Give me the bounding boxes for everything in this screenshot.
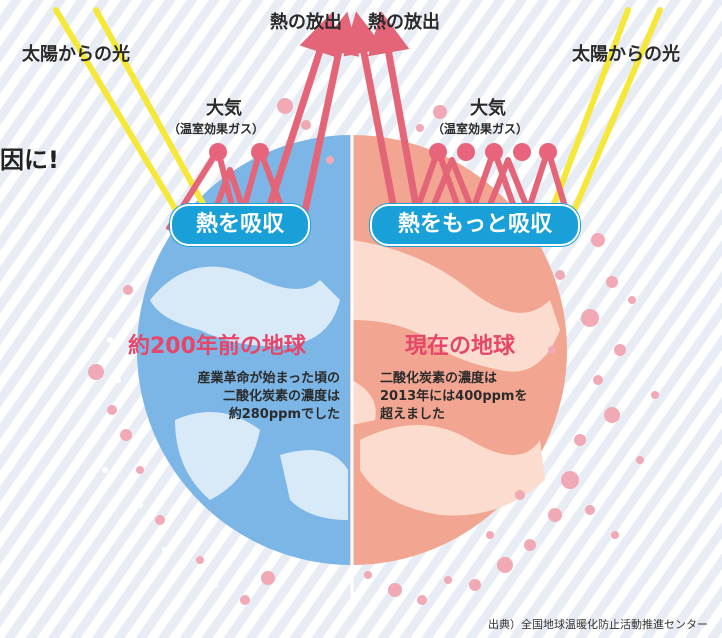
heat-release-label-right: 熱の放出 bbox=[368, 12, 440, 33]
absorb-badge-right: 熱をもっと吸収 bbox=[370, 204, 580, 246]
atmosphere-nodes-right bbox=[429, 143, 557, 161]
atmosphere-label-right: 大気 bbox=[470, 98, 506, 119]
sunlight-label-left: 太陽からの光 bbox=[22, 44, 130, 65]
heat-release-arrows-right bbox=[343, 11, 424, 231]
heading-now: 現在の地球 bbox=[405, 334, 516, 359]
co2-dots-small bbox=[102, 337, 218, 588]
source-credit: 出典）全国地球温暖化防止活動推進センター bbox=[488, 618, 708, 631]
body-past: 産業革命が始まった頃の 二酸化炭素の濃度は 約280ppmでした bbox=[197, 371, 340, 422]
heat-release-label-left: 熱の放出 bbox=[270, 12, 342, 33]
heading-past: 約200年前の地球 bbox=[128, 334, 306, 359]
heat-release-arrows-left bbox=[258, 11, 360, 236]
edge-heading: 因に! bbox=[0, 146, 59, 174]
co2-dots bbox=[88, 98, 659, 605]
absorb-badge-left: 熱を吸収 bbox=[170, 204, 310, 246]
body-now: 二酸化炭素の濃度は 2013年には400ppmを 超えました bbox=[380, 371, 528, 422]
atmosphere-sub-right: （温室効果ガス） bbox=[432, 122, 529, 136]
sunlight-label-right: 太陽からの光 bbox=[572, 44, 680, 65]
atmosphere-nodes-left bbox=[209, 143, 269, 161]
atmosphere-sub-left: （温室効果ガス） bbox=[168, 122, 265, 136]
atmosphere-label-left: 大気 bbox=[206, 98, 242, 119]
